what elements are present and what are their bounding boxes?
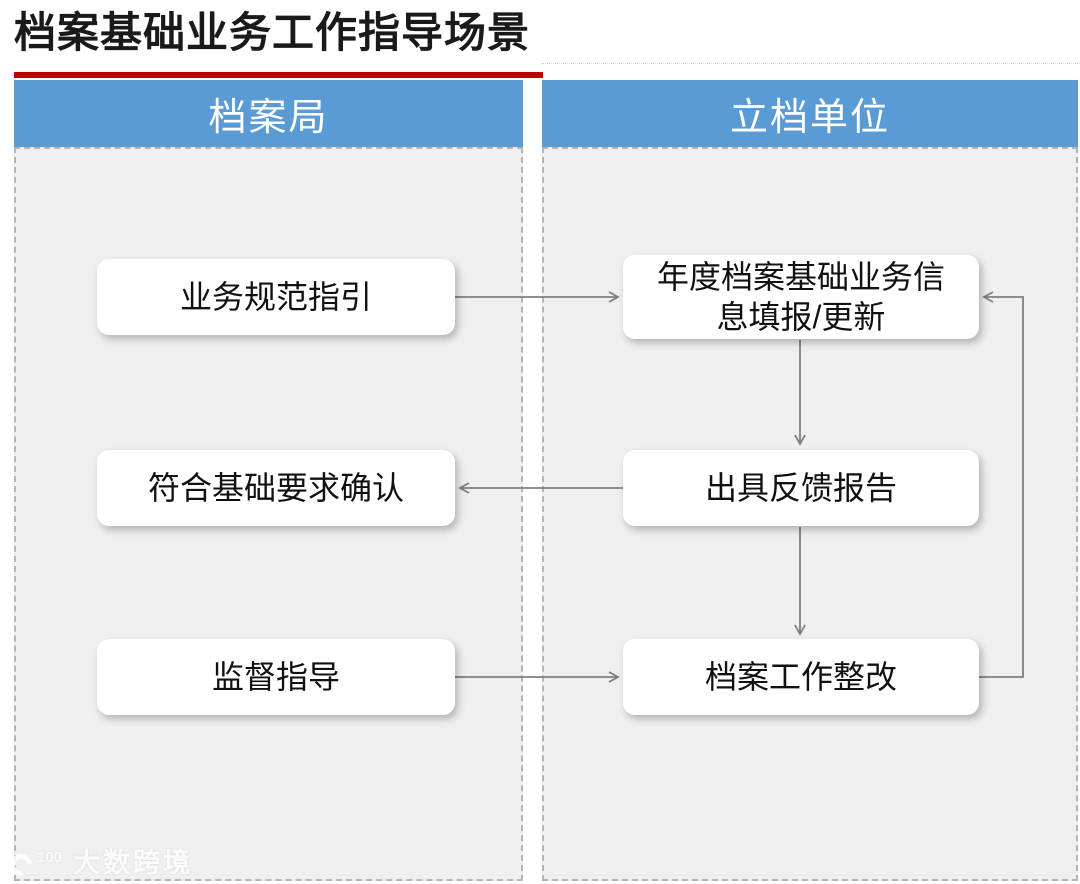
watermark-logo-number: 100 [37,849,63,866]
node-feedback-report: 出具反馈报告 [623,450,979,526]
title-underline [14,72,543,78]
node-supervision-guidance: 监督指导 [97,639,455,715]
lane-header-archives-bureau: 档案局 [14,80,523,147]
watermark-text: 大数跨境 [73,848,194,878]
top-dotted-rule [542,63,1080,64]
watermark-logo-icon [5,848,38,881]
page-title: 档案基础业务工作指导场景 [14,9,531,56]
node-annual-info-update: 年度档案基础业务信 息填报/更新 [623,255,979,339]
lane-header-filing-unit: 立档单位 [542,80,1078,147]
node-business-guideline: 业务规范指引 [97,259,455,335]
node-requirement-confirmation: 符合基础要求确认 [97,450,455,526]
watermark: 100 大数跨境 [5,840,194,881]
node-archive-rectification: 档案工作整改 [623,639,979,715]
